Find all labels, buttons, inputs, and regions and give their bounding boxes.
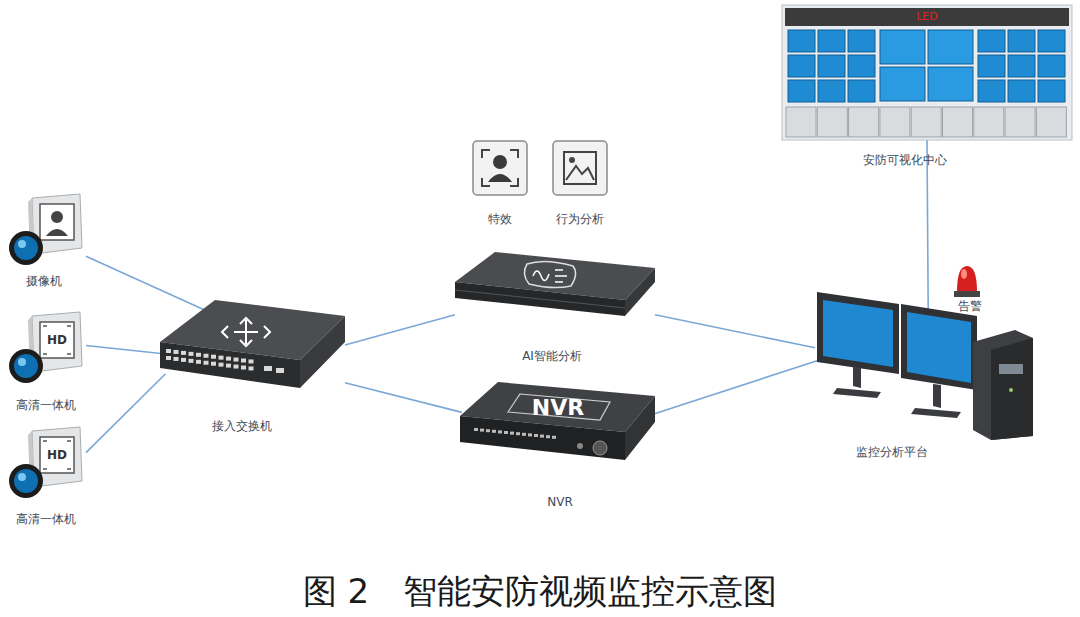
link-line [927, 140, 928, 323]
device-illustration [953, 262, 981, 298]
device-illustration [472, 140, 528, 196]
link-line [345, 315, 455, 345]
network-link [86, 345, 166, 354]
node-label: HD [47, 333, 67, 347]
device-illustration [455, 252, 655, 318]
node-label: AI智能分析 [522, 349, 582, 363]
figure-caption: 图 2 智能安防视频监控示意图 [303, 569, 777, 615]
device-node: 告警 [953, 262, 981, 298]
device-node: 行为分析 [552, 140, 608, 196]
device-node: 特效 [472, 140, 528, 196]
network-link [86, 374, 166, 453]
device-node: NVRNVR [460, 382, 655, 462]
node-label: 高清一体机 [16, 398, 76, 412]
device-node: 摄像机 [6, 190, 86, 268]
device-illustration [6, 190, 86, 268]
node-label: LED [916, 10, 938, 23]
device-illustration [6, 423, 86, 501]
device-illustration [782, 5, 1072, 140]
link-line [649, 360, 819, 416]
node-label: 高清一体机 [16, 512, 76, 526]
device-node: LED安防可视化中心 [782, 5, 1072, 140]
network-link [86, 256, 206, 311]
node-label: 监控分析平台 [856, 445, 928, 459]
node-label: NVR [532, 395, 584, 421]
link-line [655, 315, 815, 348]
device-illustration [552, 140, 608, 196]
network-link [345, 315, 455, 345]
device-node: AI智能分析 [455, 252, 655, 318]
link-line [86, 374, 166, 453]
device-node: HD高清一体机 [6, 308, 86, 386]
node-label: 安防可视化中心 [863, 153, 947, 167]
node-label: NVR [547, 495, 573, 509]
device-illustration [160, 300, 345, 390]
link-line [86, 345, 166, 354]
node-label: 接入交换机 [212, 419, 272, 433]
node-label: 摄像机 [26, 274, 62, 288]
device-illustration [6, 308, 86, 386]
network-link [655, 315, 815, 348]
node-label: 特效 [488, 212, 512, 226]
link-line [345, 383, 462, 413]
device-node: 监控分析平台 [815, 290, 1035, 442]
device-node: 接入交换机 [160, 300, 345, 390]
device-illustration [460, 382, 655, 462]
network-link [649, 360, 819, 416]
network-link [345, 383, 462, 413]
node-label: 行为分析 [556, 212, 604, 226]
device-node: HD高清一体机 [6, 423, 86, 501]
link-line [86, 256, 206, 311]
node-label: 告警 [958, 299, 982, 313]
node-label: HD [47, 448, 67, 462]
network-link [927, 140, 928, 323]
device-illustration [815, 290, 1035, 442]
